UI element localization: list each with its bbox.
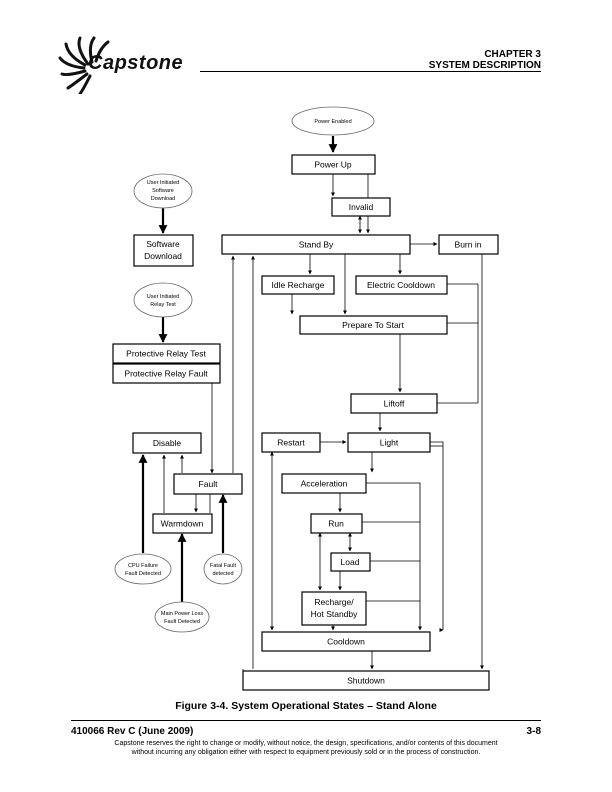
label-restart: Restart xyxy=(277,438,305,448)
software-download-box xyxy=(133,234,194,267)
run-box xyxy=(310,513,363,534)
label-fatal-1: Fatal Fault xyxy=(210,563,236,569)
footer-divider xyxy=(71,720,541,721)
label-prepare-to-start: Prepare To Start xyxy=(342,320,404,330)
fault-box xyxy=(173,473,243,495)
legal-notice-line-1: Capstone reserves the right to change or… xyxy=(114,740,498,747)
invalid-box xyxy=(331,197,391,217)
label-cpu-1: CPU Failure xyxy=(128,563,158,569)
prepare-to-start-box xyxy=(299,315,448,335)
capstone-logo-icon xyxy=(58,36,110,94)
label-stand-by: Stand By xyxy=(299,240,334,250)
header-divider xyxy=(200,71,541,72)
state-diagram: Power Up Invalid Stand By Burn in Idle R… xyxy=(112,106,499,691)
cpu-failure-oval xyxy=(114,553,172,585)
cooldown-box xyxy=(261,631,431,652)
light-box xyxy=(347,432,431,453)
restart-box xyxy=(261,432,321,453)
stand-by-box xyxy=(221,234,411,255)
chapter-number: CHAPTER 3 xyxy=(484,49,541,60)
mains-loss-oval xyxy=(154,601,210,633)
user-relay-oval xyxy=(133,282,193,318)
relay-test-box xyxy=(112,343,221,364)
acceleration-box xyxy=(281,473,367,494)
label-burn-in: Burn in xyxy=(455,240,482,250)
label-fatal-2: detected xyxy=(212,571,233,577)
burn-in-box xyxy=(438,234,499,255)
section-title: SYSTEM DESCRIPTION xyxy=(428,60,541,71)
label-user-sw-1: User Initiated xyxy=(147,180,179,186)
electric-cooldown-box xyxy=(355,275,448,295)
label-disable: Disable xyxy=(153,438,182,448)
label-fault: Fault xyxy=(199,479,219,489)
user-software-oval xyxy=(133,173,193,209)
label-electric-cooldown: Electric Cooldown xyxy=(367,280,435,290)
recharge-box xyxy=(301,591,367,626)
power-up-box xyxy=(291,154,376,175)
label-run: Run xyxy=(328,519,344,529)
load-box xyxy=(330,552,371,572)
label-user-relay-2: Relay Test xyxy=(150,302,176,308)
label-mains-2: Fault Detected xyxy=(164,619,200,625)
idle-recharge-box xyxy=(261,275,335,295)
label-recharge-2: Hot Standby xyxy=(311,609,359,619)
label-acceleration: Acceleration xyxy=(301,479,348,489)
legal-notice-line-2: without incurring any obligation either … xyxy=(131,749,481,756)
label-user-relay-1: User Initiated xyxy=(147,294,179,300)
label-recharge-1: Recharge/ xyxy=(314,597,354,607)
disable-box xyxy=(132,432,202,454)
relay-fault-box xyxy=(112,363,221,384)
label-warmdown: Warmdown xyxy=(161,519,204,529)
label-load: Load xyxy=(341,557,360,567)
page-number: 3-8 xyxy=(526,726,541,737)
label-software-1: Software xyxy=(146,239,180,249)
chapter-heading: CHAPTER 3 SYSTEM DESCRIPTION xyxy=(429,49,541,71)
label-liftoff: Liftoff xyxy=(384,399,405,409)
label-cpu-2: Fault Detected xyxy=(125,571,161,577)
document-id: 410066 Rev C (June 2009) xyxy=(71,726,194,737)
legal-notice: Capstone reserves the right to change or… xyxy=(71,739,541,757)
label-invalid: Invalid xyxy=(349,202,374,212)
label-user-sw-3: Download xyxy=(151,196,175,202)
warmdown-box xyxy=(152,513,213,534)
label-software-2: Download xyxy=(144,251,182,261)
label-power-up: Power Up xyxy=(314,160,352,170)
label-relay-fault: Protective Relay Fault xyxy=(124,369,208,379)
shutdown-box xyxy=(242,670,490,691)
brand-name: Capstone xyxy=(88,52,184,74)
figure-caption: Figure 3-4. System Operational States – … xyxy=(175,700,437,712)
fatal-fault-oval xyxy=(203,553,243,585)
label-user-sw-2: Software xyxy=(152,188,174,194)
label-light: Light xyxy=(380,438,399,448)
label-power-enabled: Power Enabled xyxy=(314,119,351,125)
label-relay-test: Protective Relay Test xyxy=(126,349,206,359)
liftoff-box xyxy=(350,393,438,414)
label-idle-recharge: Idle Recharge xyxy=(272,280,325,290)
label-shutdown: Shutdown xyxy=(347,676,385,686)
label-mains-1: Main Power Loss xyxy=(161,611,203,617)
power-enabled-oval xyxy=(291,106,375,136)
label-cooldown: Cooldown xyxy=(327,637,365,647)
